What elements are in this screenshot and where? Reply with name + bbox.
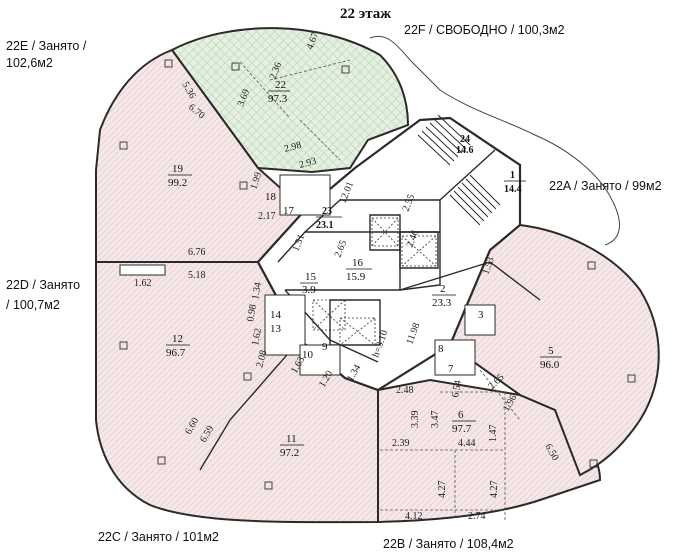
stairs [417,114,501,226]
room-12-num: 12 [172,333,183,345]
room-12-area: 96.7 [166,347,186,359]
dim-label: 2.17 [258,211,276,222]
dim-label: 2.74 [468,511,486,522]
dim-label: 1.62 [250,327,264,346]
outer-balcony-line [369,35,620,246]
dim-label: 1.99 [248,171,264,191]
dim-label: 4.12 [405,511,423,522]
room-1-num: 1 [510,170,515,181]
room-5-num: 5 [548,345,554,357]
room-6-area: 97.7 [452,423,472,435]
dim-label: 2.98 [283,140,303,155]
room-19-num: 19 [172,163,184,175]
dim-label: 6.76 [188,247,206,258]
dim-label: 2.93 [298,156,318,171]
room-24-area: 14.6 [456,145,474,156]
room-9-num: 9 [322,341,328,353]
room-24-num: 24 [460,134,470,145]
dim-label: 2.08 [254,349,269,369]
room-19-area: 99.2 [168,177,187,189]
room-22-area: 97.3 [268,93,288,105]
room-17-num: 17 [283,205,295,217]
room-11-num: 11 [286,433,297,445]
room-15-area: 3.9 [302,284,316,296]
wet-rooms [119,174,496,376]
dim-label: 1.62 [134,278,152,289]
room-2-area: 23.3 [432,297,452,309]
room-11-area: 97.2 [280,447,299,459]
unit-22b-label: 22B / Занято / 108,4м2 [383,537,514,551]
unit-22d-label: 22D / Занято [6,278,81,292]
columns [119,59,636,490]
dim-label: 1.34 [250,281,264,300]
dim-label: 2.48 [396,385,414,396]
unit-22f-area[interactable] [170,27,410,174]
room-3-num: 3 [478,309,484,321]
lift-shafts [312,217,437,346]
dim-label: 5.18 [188,270,206,281]
dim-label: 3.47 [430,411,441,429]
dim-label: 4.27 [489,481,500,499]
dim-label: 0.98 [245,303,259,322]
dim-label: 4.27 [437,481,448,499]
room-16-num: 16 [352,257,364,269]
room-dashed-lines [239,59,521,520]
room-13-num: 13 [270,323,282,335]
room-23-num: 23 [322,206,332,217]
room-5-area: 96.0 [540,359,560,371]
room-15-num: 15 [305,271,317,283]
dim-label: 1.47 [488,425,499,443]
unit-22d-area-label: / 100,7м2 [6,298,60,312]
unit-22c-label: 22C / Занято / 101м2 [98,530,219,544]
room-2-num: 2 [440,283,446,295]
floor-title: 22 этаж [340,6,392,22]
room-16-area: 15.9 [346,271,366,283]
room-10-num: 10 [302,349,314,361]
dim-label: 4.44 [458,438,476,449]
room-14-num: 14 [270,309,282,321]
dim-label: 6.54 [450,379,464,398]
room-23-area: 23.1 [316,220,334,231]
unit-22e-area-label: 102,6м2 [6,56,53,70]
dim-label: 3.39 [410,411,421,429]
room-8-num: 8 [438,343,444,355]
room-7-num: 7 [448,363,454,375]
unit-22a-label: 22A / Занято / 99м2 [549,179,662,193]
room-labels: 22 97.3 19 99.2 23 23.1 24 14.6 1 14.4 1… [166,79,562,459]
dim-label: 2.39 [392,438,410,449]
unit-22d-22c-area[interactable] [95,261,379,524]
unit-22e-label: 22E / Занято / [6,39,87,53]
unit-22f-label: 22F / СВОБОДНО / 100,3м2 [404,23,565,37]
room-1-area: 14.4 [504,184,522,195]
room-18-num: 18 [265,191,277,203]
room-22-num: 22 [275,79,286,91]
room-6-num: 6 [458,409,464,421]
